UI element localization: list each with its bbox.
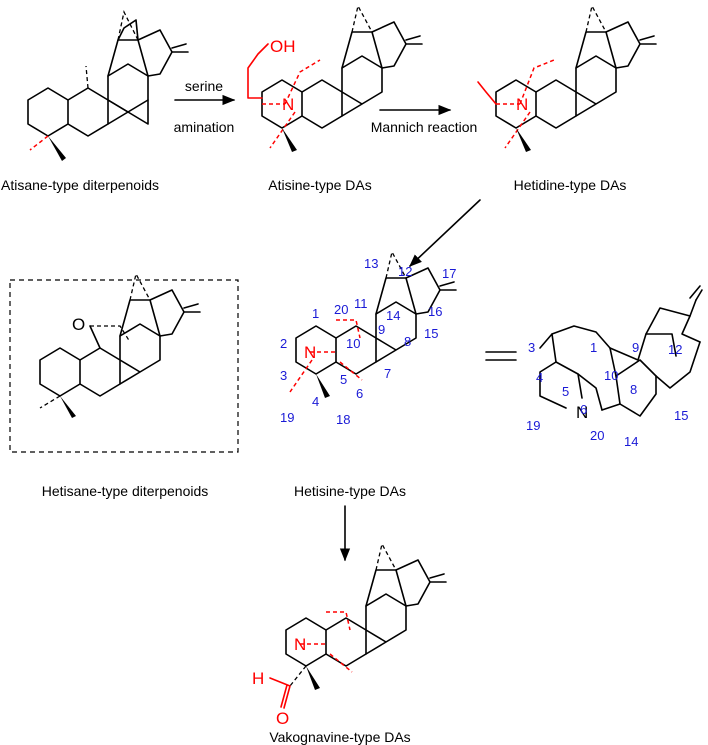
cage-c5: 5 bbox=[562, 384, 569, 399]
vakognavine-structure bbox=[269, 542, 447, 709]
hetisine-c20: 20 bbox=[334, 302, 348, 317]
hetisane-caption: Hetisane-type diterpenoids bbox=[42, 483, 209, 499]
cage-c19: 19 bbox=[526, 418, 540, 433]
cage-locants: 1 3 4 5 6 8 9 10 12 14 15 19 20 bbox=[526, 340, 688, 449]
vakognavine-h-label: H bbox=[252, 669, 264, 688]
hetisine-c15: 15 bbox=[424, 326, 438, 341]
hetisine-locants: 1 2 3 4 5 6 7 8 9 10 11 12 13 14 15 16 1… bbox=[280, 256, 456, 427]
hetisine-c12: 12 bbox=[398, 264, 412, 279]
hetidine-structure bbox=[477, 4, 657, 152]
arrow-label-serine: serine bbox=[185, 78, 223, 94]
hetisine-c1: 1 bbox=[312, 306, 319, 321]
hetisine-c4: 4 bbox=[312, 394, 319, 409]
atisine-oh-label: OH bbox=[270, 37, 296, 56]
vakognavine-o-label: O bbox=[276, 709, 289, 728]
hetisine-c18: 18 bbox=[336, 412, 350, 427]
hetisane-box bbox=[9, 272, 239, 453]
arrow-label-amination: amination bbox=[174, 119, 235, 135]
hetisine-caption: Hetisine-type DAs bbox=[294, 483, 406, 499]
cage-c1: 1 bbox=[590, 340, 597, 355]
hetisine-c19: 19 bbox=[280, 410, 294, 425]
hetisine-c8: 8 bbox=[404, 334, 411, 349]
cage-c3: 3 bbox=[528, 340, 535, 355]
hetisine-c6: 6 bbox=[356, 386, 363, 401]
hetisine-c7: 7 bbox=[384, 366, 391, 381]
hetisine-c3: 3 bbox=[280, 368, 287, 383]
hetisine-cage-structure bbox=[539, 285, 703, 417]
hetisine-c5: 5 bbox=[340, 372, 347, 387]
cage-c4: 4 bbox=[536, 370, 543, 385]
hetisane-o-label: O bbox=[72, 315, 85, 334]
cage-c15: 15 bbox=[674, 408, 688, 423]
hetidine-caption: Hetidine-type DAs bbox=[514, 177, 627, 193]
atisine-structure bbox=[247, 4, 423, 152]
cage-c14: 14 bbox=[624, 434, 638, 449]
hetisine-c2: 2 bbox=[280, 336, 287, 351]
cage-c12: 12 bbox=[668, 342, 682, 357]
cage-n-label: N bbox=[576, 403, 588, 422]
atisine-n-label: N bbox=[282, 95, 294, 114]
hetisine-c16: 16 bbox=[428, 304, 442, 319]
hetisine-c17: 17 bbox=[442, 266, 456, 281]
atisane-structure bbox=[27, 10, 189, 161]
hetisine-c14: 14 bbox=[386, 308, 400, 323]
cage-c10: 10 bbox=[604, 368, 618, 383]
arrow-to-hetisine bbox=[409, 199, 481, 267]
hetisine-n-label: N bbox=[304, 343, 316, 362]
hetisine-structure bbox=[289, 250, 457, 398]
cage-c8: 8 bbox=[630, 382, 637, 397]
vakognavine-n-label: N bbox=[294, 635, 306, 654]
arrow-label-mannich: Mannich reaction bbox=[371, 119, 478, 135]
atisine-caption: Atisine-type DAs bbox=[268, 177, 371, 193]
equivalence-sign bbox=[485, 351, 517, 361]
hetidine-n-label: N bbox=[516, 95, 528, 114]
cage-c6: 6 bbox=[580, 402, 587, 417]
hetisine-c11: 11 bbox=[354, 296, 368, 311]
vakognavine-caption: Vakognavine-type DAs bbox=[269, 729, 410, 745]
hetisine-c13: 13 bbox=[364, 256, 378, 271]
cage-c9: 9 bbox=[632, 340, 639, 355]
cage-c20: 20 bbox=[590, 428, 604, 443]
atisane-caption: Atisane-type diterpenoids bbox=[1, 177, 159, 193]
hetisine-c9: 9 bbox=[378, 322, 385, 337]
hetisine-c10: 10 bbox=[346, 336, 360, 351]
